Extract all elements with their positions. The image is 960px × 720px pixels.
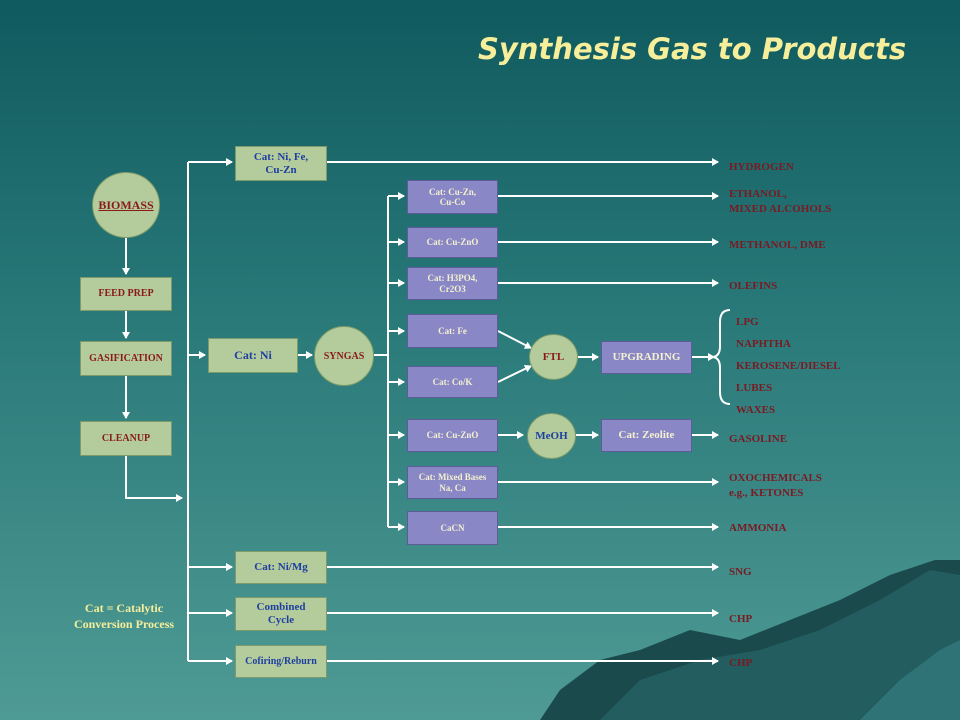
cat-co-k-label: Cat: Co/K bbox=[432, 376, 473, 387]
cat-h3po4-box: Cat: H3PO4, Cr2O3 bbox=[407, 267, 498, 300]
biomass-label: BIOMASS bbox=[98, 197, 154, 212]
meoh-label: MeOH bbox=[535, 430, 568, 442]
cat-mixed-bases-box: Cat: Mixed Bases Na, Ca bbox=[407, 466, 498, 499]
cat-fe-label: Cat: Fe bbox=[438, 325, 467, 336]
gasification-box: GASIFICATION bbox=[80, 341, 172, 376]
product-ethanol: ETHANOL, MIXED ALCOHOLS bbox=[729, 188, 832, 215]
cat-ni-label: Cat: Ni bbox=[234, 347, 272, 362]
cat-zeolite-box: Cat: Zeolite bbox=[601, 419, 692, 452]
product-ammonia: AMMONIA bbox=[729, 522, 787, 534]
cat-cu-zno-label-1: Cat: Cu-ZnO bbox=[426, 237, 479, 248]
feed-prep-box: FEED PREP bbox=[80, 277, 172, 311]
feed-prep-label: FEED PREP bbox=[98, 288, 154, 300]
product-hydrogen: HYDROGEN bbox=[729, 161, 794, 173]
product-chp-2: CHP bbox=[729, 657, 753, 669]
cat-cu-zno-box-1: Cat: Cu-ZnO bbox=[407, 227, 498, 258]
meoh-node: MeOH bbox=[527, 413, 576, 459]
product-gasoline: GASOLINE bbox=[729, 433, 788, 445]
product-waxes: WAXES bbox=[736, 404, 776, 416]
cat-ni-fe-cuzn-box: Cat: Ni, Fe, Cu-Zn bbox=[235, 146, 327, 181]
gasification-label: GASIFICATION bbox=[89, 352, 163, 364]
product-olefins: OLEFINS bbox=[729, 280, 778, 292]
cacn-box: CaCN bbox=[407, 511, 498, 545]
combined-cycle-box: Combined Cycle bbox=[235, 597, 327, 631]
syngas-label: SYNGAS bbox=[323, 350, 365, 362]
cat-ni-fe-cuzn-label: Cat: Ni, Fe, Cu-Zn bbox=[253, 150, 309, 176]
biomass-node: BIOMASS bbox=[92, 172, 160, 238]
page-title: Synthesis Gas to Products bbox=[478, 32, 907, 66]
product-lpg: LPG bbox=[736, 316, 759, 328]
cat-cu-zno-label-2: Cat: Cu-ZnO bbox=[426, 430, 479, 441]
product-oxochemicals: OXOCHEMICALS e.g., KETONES bbox=[729, 472, 822, 499]
cat-zeolite-label: Cat: Zeolite bbox=[618, 429, 675, 442]
product-lubes: LUBES bbox=[736, 382, 773, 394]
cat-ni-box: Cat: Ni bbox=[208, 338, 298, 373]
product-naphtha: NAPHTHA bbox=[736, 338, 791, 350]
cat-cu-zn-cu-co-label: Cat: Cu-Zn, Cu-Co bbox=[428, 186, 476, 207]
upgrading-box: UPGRADING bbox=[601, 341, 692, 374]
product-kerosene: KEROSENE/DIESEL bbox=[736, 360, 841, 372]
cat-co-k-box: Cat: Co/K bbox=[407, 366, 498, 398]
cleanup-label: CLEANUP bbox=[101, 432, 151, 444]
cat-ni-mg-box: Cat: Ni/Mg bbox=[235, 551, 327, 584]
product-methanol: METHANOL, DME bbox=[729, 239, 826, 251]
product-chp-1: CHP bbox=[729, 613, 753, 625]
product-sng: SNG bbox=[729, 566, 752, 578]
upgrading-label: UPGRADING bbox=[612, 351, 681, 364]
cleanup-box: CLEANUP bbox=[80, 421, 172, 456]
cat-h3po4-label: Cat: H3PO4, Cr2O3 bbox=[427, 273, 478, 294]
cat-fe-box: Cat: Fe bbox=[407, 314, 498, 348]
combined-cycle-label: Combined Cycle bbox=[256, 601, 306, 626]
cofiring-label: Cofiring/Reburn bbox=[245, 655, 317, 667]
cat-cu-zno-box-2: Cat: Cu-ZnO bbox=[407, 419, 498, 452]
ftl-node: FTL bbox=[529, 334, 578, 380]
cat-ni-mg-label: Cat: Ni/Mg bbox=[254, 561, 308, 574]
cat-mixed-bases-label: Cat: Mixed Bases Na, Ca bbox=[418, 472, 487, 493]
cacn-label: CaCN bbox=[440, 522, 465, 533]
legend-note: Cat = Catalytic Conversion Process bbox=[73, 601, 175, 631]
cofiring-box: Cofiring/Reburn bbox=[235, 645, 327, 678]
cat-cu-zn-cu-co-box: Cat: Cu-Zn, Cu-Co bbox=[407, 180, 498, 214]
syngas-node: SYNGAS bbox=[314, 326, 374, 386]
ftl-label: FTL bbox=[542, 351, 565, 363]
